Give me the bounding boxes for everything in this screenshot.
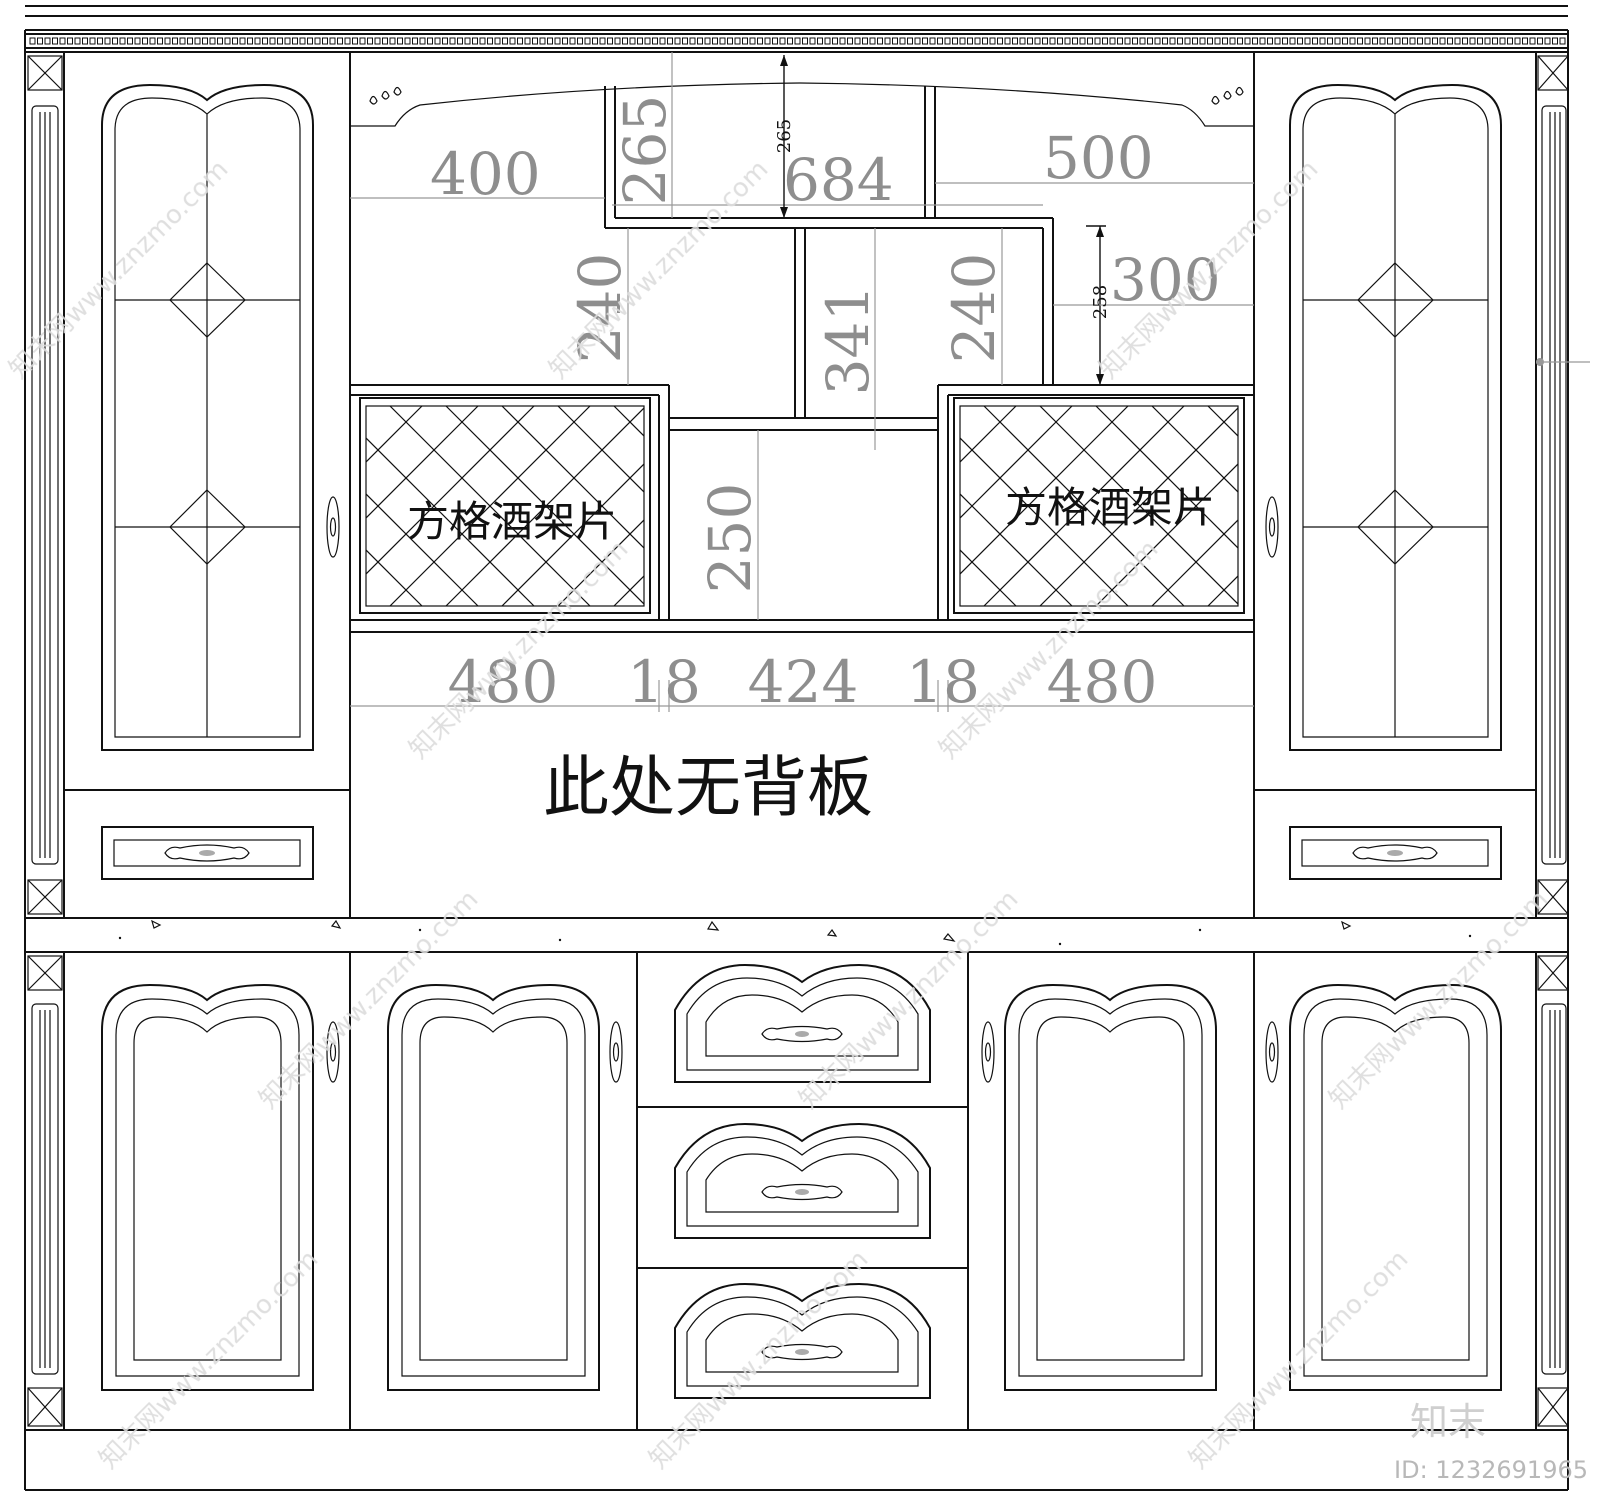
dim-258: 258 (1090, 285, 1111, 319)
watermark-text-9: 知末网www.znzmo.com (94, 1244, 325, 1475)
crown-molding (24, 5, 1569, 53)
cabinet-frame (24, 30, 1569, 1491)
dim-300: 300 (1110, 246, 1221, 314)
dimension-lines (350, 52, 1590, 712)
center-drawer-2[interactable] (674, 1122, 931, 1239)
handle-upper-left[interactable] (326, 496, 340, 558)
drawer-upper-left[interactable] (101, 826, 314, 880)
pilaster-base-lower-l (27, 1387, 63, 1427)
handle-lower-3[interactable] (981, 1021, 995, 1083)
label-no-back-panel: 此处无背板 (543, 749, 873, 826)
dim-265-large: 265 (611, 95, 679, 206)
label-wine-rack-right: 方格酒架片 (1005, 483, 1215, 532)
center-drawer-3[interactable] (674, 1282, 931, 1399)
dim-480-right: 480 (1047, 648, 1158, 716)
dim-18-right: 18 (906, 648, 980, 716)
pilaster-cap-tl (27, 55, 63, 91)
dimension-texts: 400 265 265 684 500 240 341 240 258 300 … (430, 95, 1221, 716)
wine-rack-left (359, 397, 651, 614)
pilaster-cap-lower-r (1537, 955, 1569, 991)
watermark-id: ID: 1232691965 (1394, 1456, 1588, 1484)
pilaster-base-br (1537, 879, 1569, 915)
dim-480-left: 480 (448, 648, 559, 716)
center-drawer-1[interactable] (674, 963, 931, 1083)
pilaster-cap-tr (1537, 55, 1569, 91)
pilaster-base-bl (27, 879, 63, 915)
center-open-shelving (350, 82, 1254, 633)
lower-door-2[interactable] (387, 983, 600, 1391)
watermark-text-10: 知末网www.znzmo.com (644, 1244, 875, 1475)
pilaster-base-lower-r (1537, 1387, 1569, 1427)
lower-door-1[interactable] (101, 983, 314, 1391)
dim-684: 684 (783, 146, 894, 214)
dim-500: 500 (1043, 124, 1154, 192)
pilasters (27, 55, 1569, 1427)
dim-240-right: 240 (940, 253, 1008, 364)
label-wine-rack-left: 方格酒架片 (407, 497, 617, 546)
labels: 方格酒架片 方格酒架片 此处无背板 (407, 483, 1215, 826)
watermark-text-4: 知末网www.znzmo.com (404, 534, 635, 765)
dim-400: 400 (430, 140, 541, 208)
countertop-speckles (118, 919, 1472, 946)
pilaster-cap-lower-l (27, 955, 63, 991)
glass-door-right[interactable] (1289, 83, 1502, 751)
handle-lower-1[interactable] (326, 1021, 340, 1083)
dim-265-small: 265 (774, 119, 795, 153)
dim-240-left: 240 (566, 253, 634, 364)
handle-lower-2[interactable] (609, 1021, 623, 1083)
drawer-upper-right[interactable] (1289, 826, 1502, 880)
dim-18-left: 18 (627, 648, 701, 716)
wine-rack-right (953, 397, 1245, 614)
dim-341: 341 (814, 285, 882, 396)
dim-250: 250 (696, 483, 764, 594)
glass-door-left[interactable] (101, 83, 314, 751)
watermark-logo: 知末 (1410, 1400, 1486, 1444)
handle-lower-4[interactable] (1265, 1021, 1279, 1083)
lower-door-3[interactable] (1004, 983, 1217, 1391)
dim-424: 424 (748, 648, 859, 716)
lower-door-4[interactable] (1289, 983, 1502, 1391)
handle-upper-right[interactable] (1265, 496, 1279, 558)
